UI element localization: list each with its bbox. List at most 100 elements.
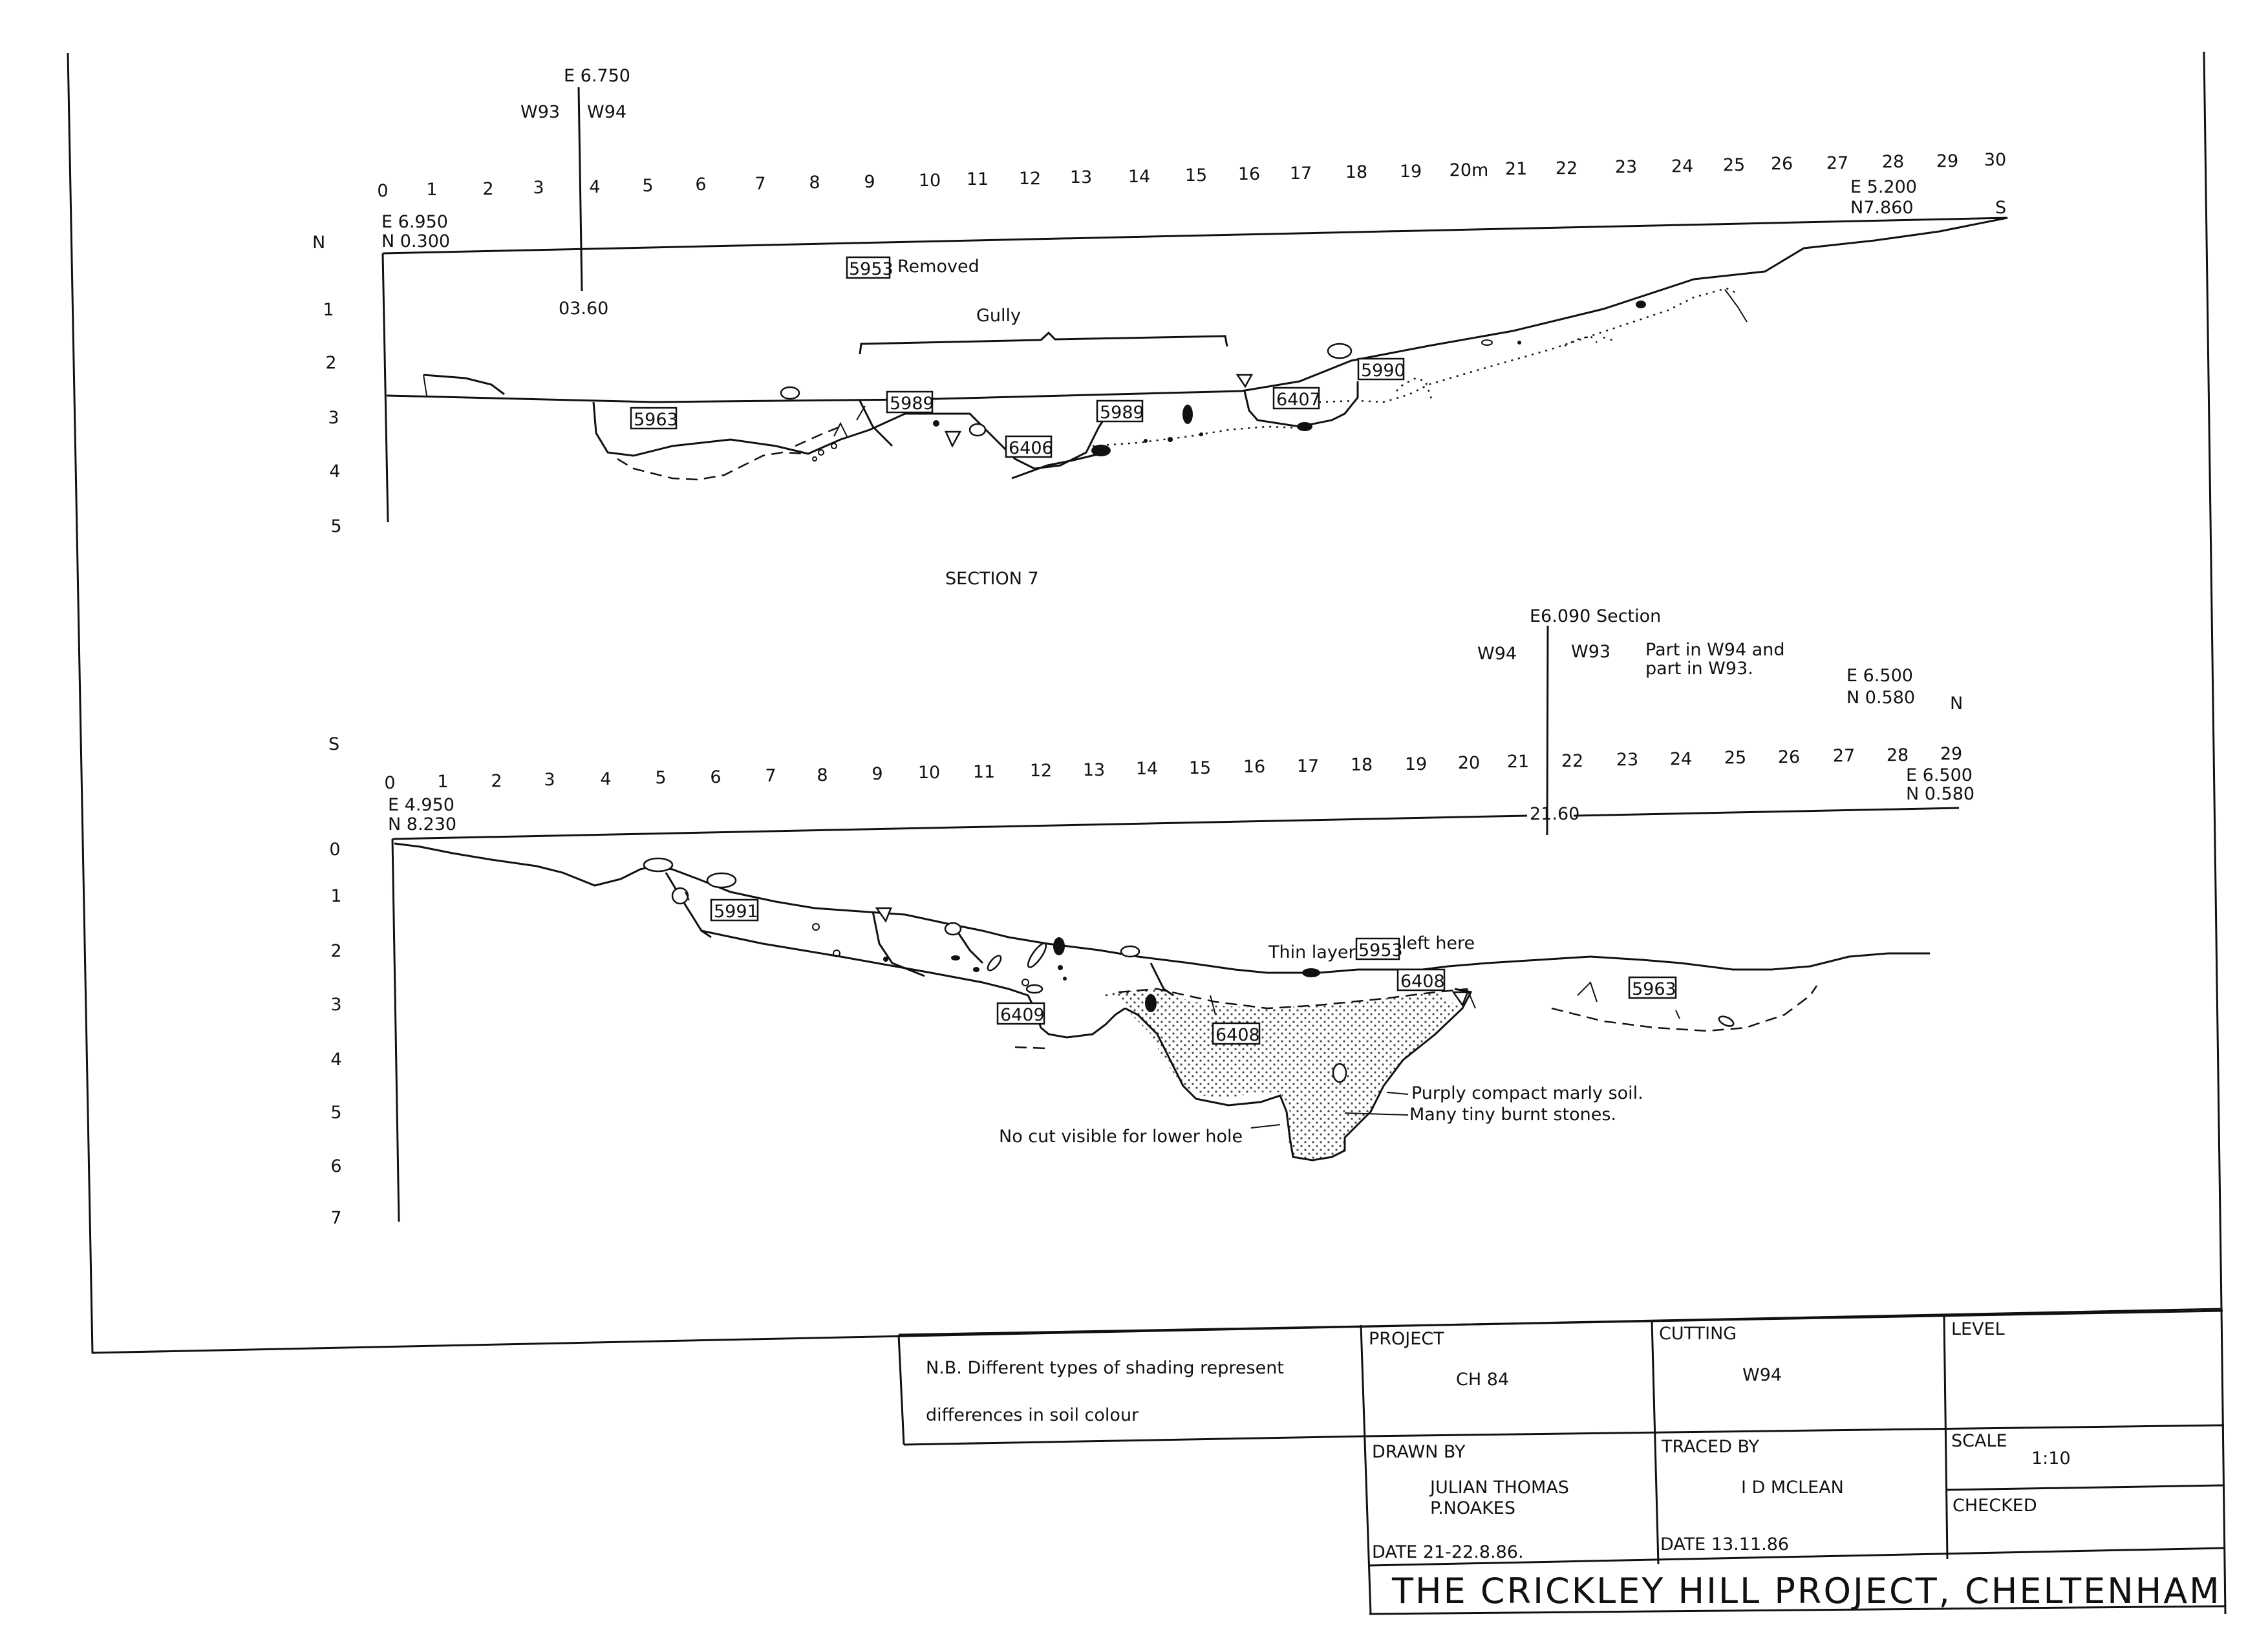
top-start-dir: N [312,233,325,253]
top-x-tick-20: 20m [1450,160,1489,180]
top-x-tick-12: 12 [1019,169,1041,189]
top-y-tick-1: 2 [325,353,336,373]
bottom-end-n: N 0.580 [1906,784,1974,804]
drawn-label: DRAWN BY [1372,1442,1466,1462]
top-x-tick-5: 5 [642,176,653,196]
bottom-x-tick-1: 1 [437,772,448,792]
top-x-tick-9: 9 [864,172,875,192]
top-marker-w93: W93 [520,102,560,122]
bottom-x-tick-24: 24 [1670,749,1692,769]
bottom-x-tick-5: 5 [655,768,666,788]
top-x-tick-14: 14 [1128,167,1150,187]
soil-note-2: Many tiny burnt stones. [1409,1105,1616,1125]
top-x-tick-16: 16 [1238,164,1260,184]
bottom-x-tick-15: 15 [1189,758,1211,778]
top-marker-e: E 6.750 [564,66,630,86]
bottom-part-note-1: Part in W94 and [1645,640,1785,660]
top-x-tick-19: 19 [1400,162,1422,182]
project-value: CH 84 [1456,1370,1509,1390]
cutting-label: CUTTING [1659,1324,1737,1344]
top-x-tick-26: 26 [1771,154,1793,174]
top-x-tick-30: 30 [1984,150,2006,170]
top-x-tick-0: 0 [377,181,388,201]
bottom-x-tick-4: 4 [600,769,611,789]
bottom-ground-profile [394,842,1930,974]
bottom-marker-w94: W94 [1477,644,1517,664]
bottom-y-tick-0: 0 [329,840,340,860]
top-marker-bottom: 03.60 [559,299,608,319]
no-cut-note: No cut visible for lower hole [999,1127,1243,1147]
top-removed-code: 5953 [849,259,893,279]
top-layer-6407: 6407 [1272,387,1321,410]
project-title: THE CRICKLEY HILL PROJECT, CHELTENHAM [1391,1571,2221,1611]
bottom-x-tick-20: 20 [1458,753,1480,773]
svg-text:6408: 6408 [1215,1025,1260,1045]
top-layer-5989b: 5989 [1096,399,1144,423]
bottom-marker-e: E6.090 Section [1530,606,1661,626]
top-x-tick-8: 8 [809,173,820,193]
top-x-tick-15: 15 [1185,165,1207,186]
bottom-y-tick-1: 1 [330,886,341,906]
cutting-value: W94 [1742,1365,1782,1385]
bottom-end-e-top: E 6.500 [1846,666,1913,686]
top-x-tick-11: 11 [967,169,989,189]
level-label: LEVEL [1951,1319,2005,1339]
svg-text:5990: 5990 [1361,361,1406,381]
bottom-start-vertical [391,838,400,1222]
bottom-x-tick-10: 10 [918,763,940,783]
bottom-x-tick-19: 19 [1405,754,1427,774]
top-gully-bracket [859,331,1228,355]
bottom-x-tick-13: 13 [1083,760,1105,780]
drawn-date: DATE 21-22.8.86. [1372,1542,1524,1562]
top-removed-text: Removed [897,257,979,277]
bottom-layer-6408a: 6408 [1212,1022,1261,1045]
top-x-tick-25: 25 [1723,155,1745,175]
bottom-y-tick-6: 6 [330,1156,341,1176]
note-line-1: N.B. Different types of shading represen… [926,1358,1284,1378]
bottom-section: E6.090 Section W94 W93 Part in W94 and p… [328,606,1974,1228]
bottom-x-tick-9: 9 [872,764,883,784]
bottom-x-tick-11: 11 [973,762,995,782]
pit-6408-fill [1115,989,1461,1160]
bottom-x-tick-2: 2 [491,771,502,791]
bottom-y-tick-7: 7 [330,1208,341,1228]
top-start-e: E 6.950 [381,212,448,232]
bottom-end-dir: N [1950,694,1963,714]
bottom-layer-5963: 5963 [1628,976,1677,999]
top-datum-line [382,217,2008,255]
top-y-tick-0: 1 [323,300,334,320]
top-gully-label: Gully [976,306,1021,326]
drawn-value-2: P.NOAKES [1430,1498,1515,1518]
checked-label: CHECKED [1952,1496,2037,1516]
top-end-e: E 5.200 [1850,177,1917,197]
bottom-start-e: E 4.950 [388,795,455,815]
svg-text:5963: 5963 [634,410,678,430]
svg-text:6406: 6406 [1009,438,1053,458]
bottom-x-tick-17: 17 [1297,756,1319,776]
top-y-tick-4: 5 [330,516,341,536]
bottom-x-tick-18: 18 [1351,755,1373,775]
bottom-x-tick-23: 23 [1616,750,1638,770]
bottom-y-tick-3: 3 [330,995,341,1015]
bottom-start-n: N 8.230 [388,814,456,834]
bottom-x-tick-12: 12 [1030,761,1052,781]
bottom-x-tick-29: 29 [1940,744,1962,764]
bottom-x-tick-8: 8 [817,765,828,785]
section-title: SECTION 7 [945,569,1039,589]
soil-note-1: Purply compact marly soil. [1411,1083,1643,1103]
svg-text:6409: 6409 [1000,1005,1045,1025]
project-label: PROJECT [1369,1329,1444,1349]
bottom-datum-line-2 [1573,807,1960,817]
top-y-tick-3: 4 [329,462,340,482]
bottom-x-tick-27: 27 [1833,746,1855,766]
bottom-start-dir: S [328,734,339,754]
top-x-tick-3: 3 [533,178,544,198]
bottom-x-tick-21: 21 [1507,752,1529,772]
scale-label: SCALE [1951,1431,2007,1451]
svg-text:5963: 5963 [1632,979,1676,999]
svg-text:5989: 5989 [1100,403,1144,423]
bottom-layer-5991: 5991 [710,898,759,922]
